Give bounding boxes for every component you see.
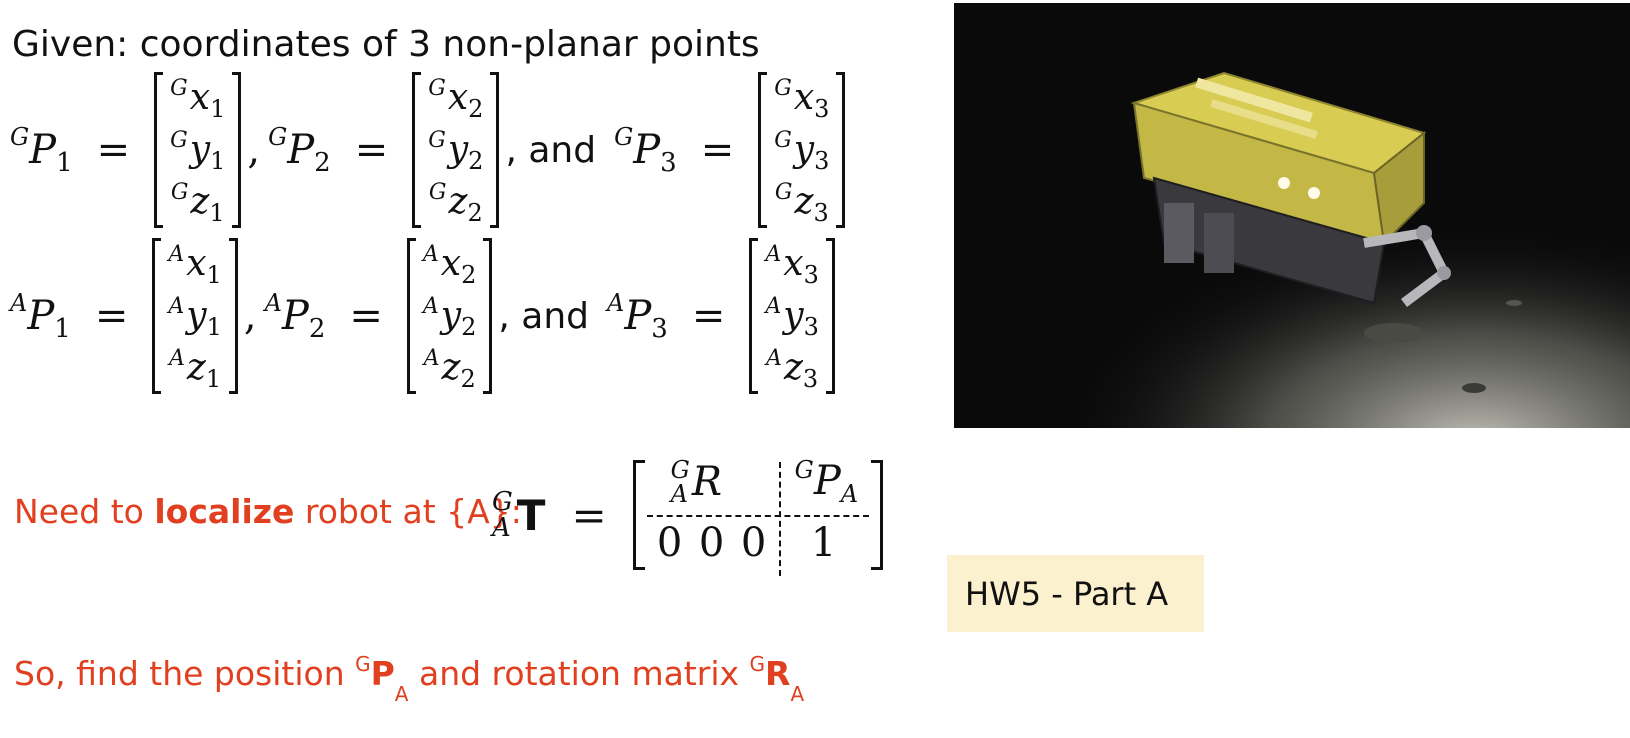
bottom-row-one: 1 (810, 520, 837, 566)
hw-label-text: HW5 - Part A (965, 574, 1169, 613)
given-statement: Given: coordinates of 3 non-planar point… (12, 24, 760, 65)
rov-photo (954, 3, 1630, 428)
localize-statement: Need to localize robot at {A}: (14, 492, 522, 531)
localize-prefix: Need to (14, 492, 155, 531)
rov-illustration (954, 3, 1630, 428)
matrix-horizontal-divider (646, 515, 869, 517)
transform-symbol: T (516, 490, 546, 540)
hw-label: HW5 - Part A (947, 555, 1204, 632)
bottom-row-zeros: 0 0 0 (656, 520, 767, 566)
find-statement: So, find the position GPA and rotation m… (14, 652, 805, 706)
localize-bold: localize (154, 492, 295, 531)
localize-suffix: robot at {A}: (294, 492, 522, 531)
matrix-vertical-divider (778, 462, 781, 576)
